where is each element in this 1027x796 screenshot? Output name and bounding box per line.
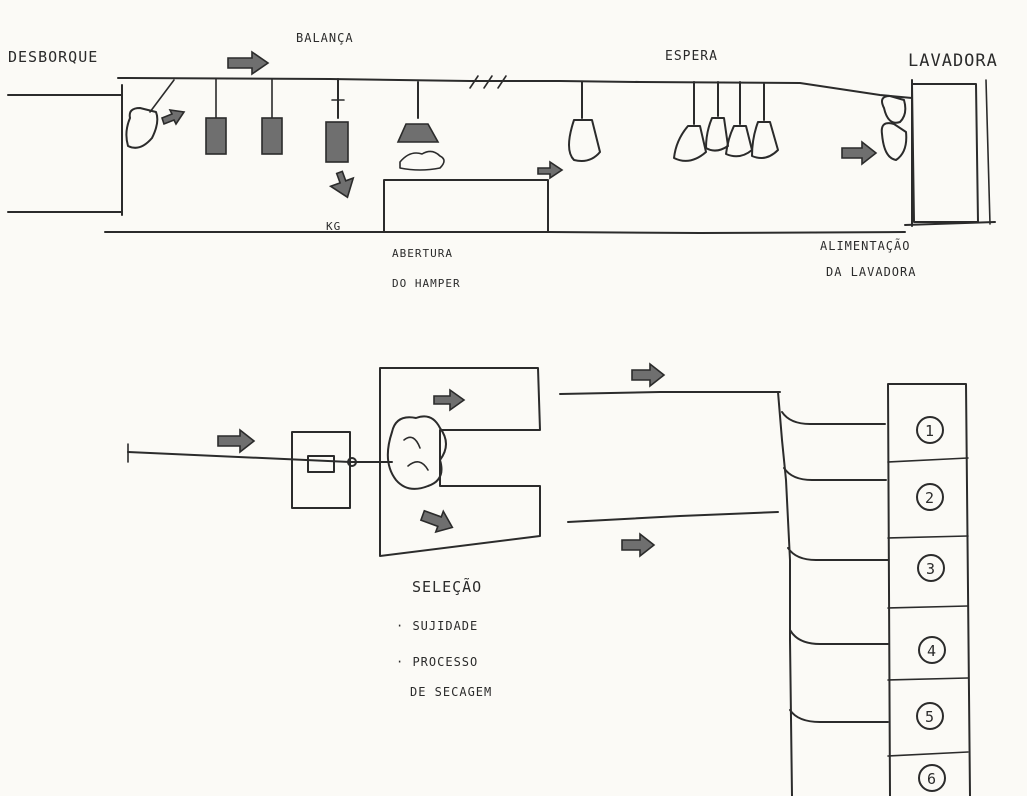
waiting-bag-icon [674,82,706,161]
sorting-section: 1 2 3 4 5 6 SELEÇÃO · SUJIDADE · PROCESS… [128,364,970,796]
bin-number: 5 [925,708,935,726]
branch-3 [788,548,888,560]
arrow-down-right-icon [419,505,457,537]
bin-column [888,384,970,796]
hanging-sack-icon [262,79,282,154]
waiting-bag-icon [706,82,728,151]
arrow-right-icon [632,364,664,386]
bin-number: 6 [927,770,937,788]
selecao-label: SELEÇÃO [412,577,482,596]
scale-weight-icon [308,456,334,472]
bin-2: 2 [917,484,943,510]
arrow-right-icon [228,52,268,74]
bin-1: 1 [917,417,943,443]
outgoing-rail-bottom [568,512,778,522]
bin-number: 1 [925,422,935,440]
washer-body [912,84,978,222]
arrow-down-icon [327,169,358,202]
overhead-rail [118,78,912,98]
hanging-bag-icon [126,80,174,148]
alimentacao-label-1: ALIMENTAÇÃO [820,238,910,253]
unloading-box [8,95,122,212]
waiting-bag-icon [569,82,600,161]
waiting-bag-icon [752,84,778,158]
waiting-bag-icon [726,82,752,156]
arrow-right-icon [434,390,464,410]
arrow-right-icon [162,110,184,124]
kg-label: KG [326,220,341,233]
opening-hopper-icon [398,82,444,170]
abertura-label-2: DO HAMPER [392,277,461,290]
incoming-rail [128,452,392,462]
bin-3: 3 [918,555,944,581]
arrow-right-icon [218,430,254,452]
scale-frame [292,432,350,508]
note-sujidade: · SUJIDADE [396,619,478,633]
bin-number: 3 [926,560,936,578]
desembarque-label: DESBORQUE [8,48,98,66]
distribution-rail [778,392,792,796]
espera-label: ESPERA [665,49,718,64]
abertura-label-1: ABERTURA [392,247,453,260]
branch-1 [782,412,885,424]
arrow-right-icon [538,162,562,178]
alimentacao-label-2: DA LAVADORA [826,265,916,279]
arrow-right-icon [842,142,876,164]
branch-2 [784,468,886,480]
loading-bag-icon [882,96,907,160]
branch-5 [790,710,888,722]
bin-4: 4 [919,637,945,663]
balanca-label: BALANÇA [296,31,354,45]
bin-number: 4 [927,642,937,660]
arrow-right-icon [622,534,654,556]
top-conveyor-section: DESBORQUE BALANÇA ESPERA LAVADORA [8,31,998,290]
laundry-pile-detail [404,437,428,470]
note-processo: · PROCESSO [396,655,478,669]
scale-sack-icon [326,79,348,162]
floor-line [105,232,905,233]
hamper-opening-table [384,180,548,232]
washer-side [986,80,990,224]
lavadora-label: LAVADORA [908,51,998,71]
laundry-pile-icon [388,416,446,489]
note-secagem: DE SECAGEM [410,685,492,699]
branch-4 [790,630,888,644]
rail-break-marks [470,76,506,88]
hanging-sack-icon [206,79,226,154]
bin-6: 6 [919,765,945,791]
bin-number: 2 [925,489,935,507]
outgoing-rail-top [560,392,780,394]
bin-5: 5 [917,703,943,729]
